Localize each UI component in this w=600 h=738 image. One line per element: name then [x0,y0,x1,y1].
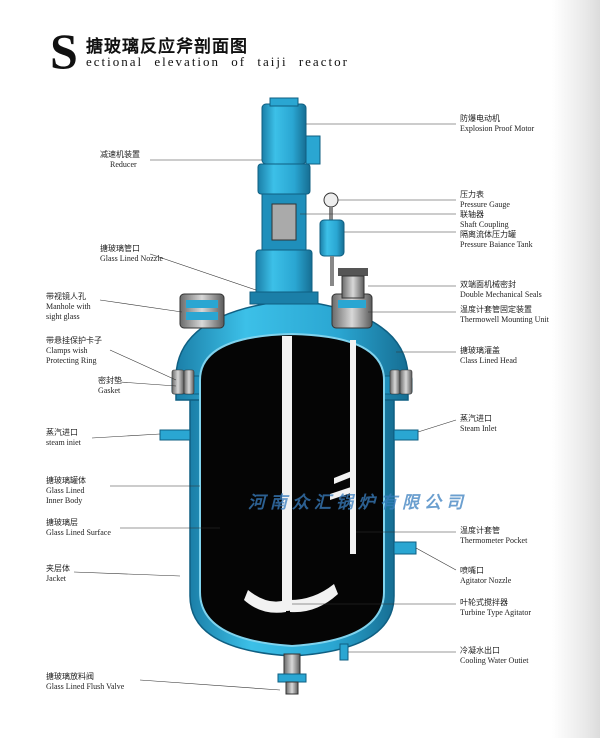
mechanical-seal-assembly [338,268,368,299]
flush-valve [277,653,307,695]
manhole-left [179,293,225,329]
flange-clamps [171,369,413,395]
leader-lines-left [73,159,281,691]
leader-lines-right [292,123,457,653]
title-chinese: 搪玻璃反应斧剖面图 [86,37,248,57]
thermometer-pocket [330,340,356,554]
cooling-outlet [339,643,349,661]
agitator-nozzle [393,541,417,555]
title-english: ectional elevation of taiji reactor [86,54,349,69]
steam-inlet-left [159,429,191,441]
company-watermark: 河南众汇锅炉有限公司 [248,493,468,513]
steam-inlet-right [393,429,419,441]
agitator [244,336,338,613]
page-edge-shadow [552,0,600,738]
manhole-right [331,293,373,329]
title-initial: S [50,23,78,79]
drive-stack [249,97,321,305]
